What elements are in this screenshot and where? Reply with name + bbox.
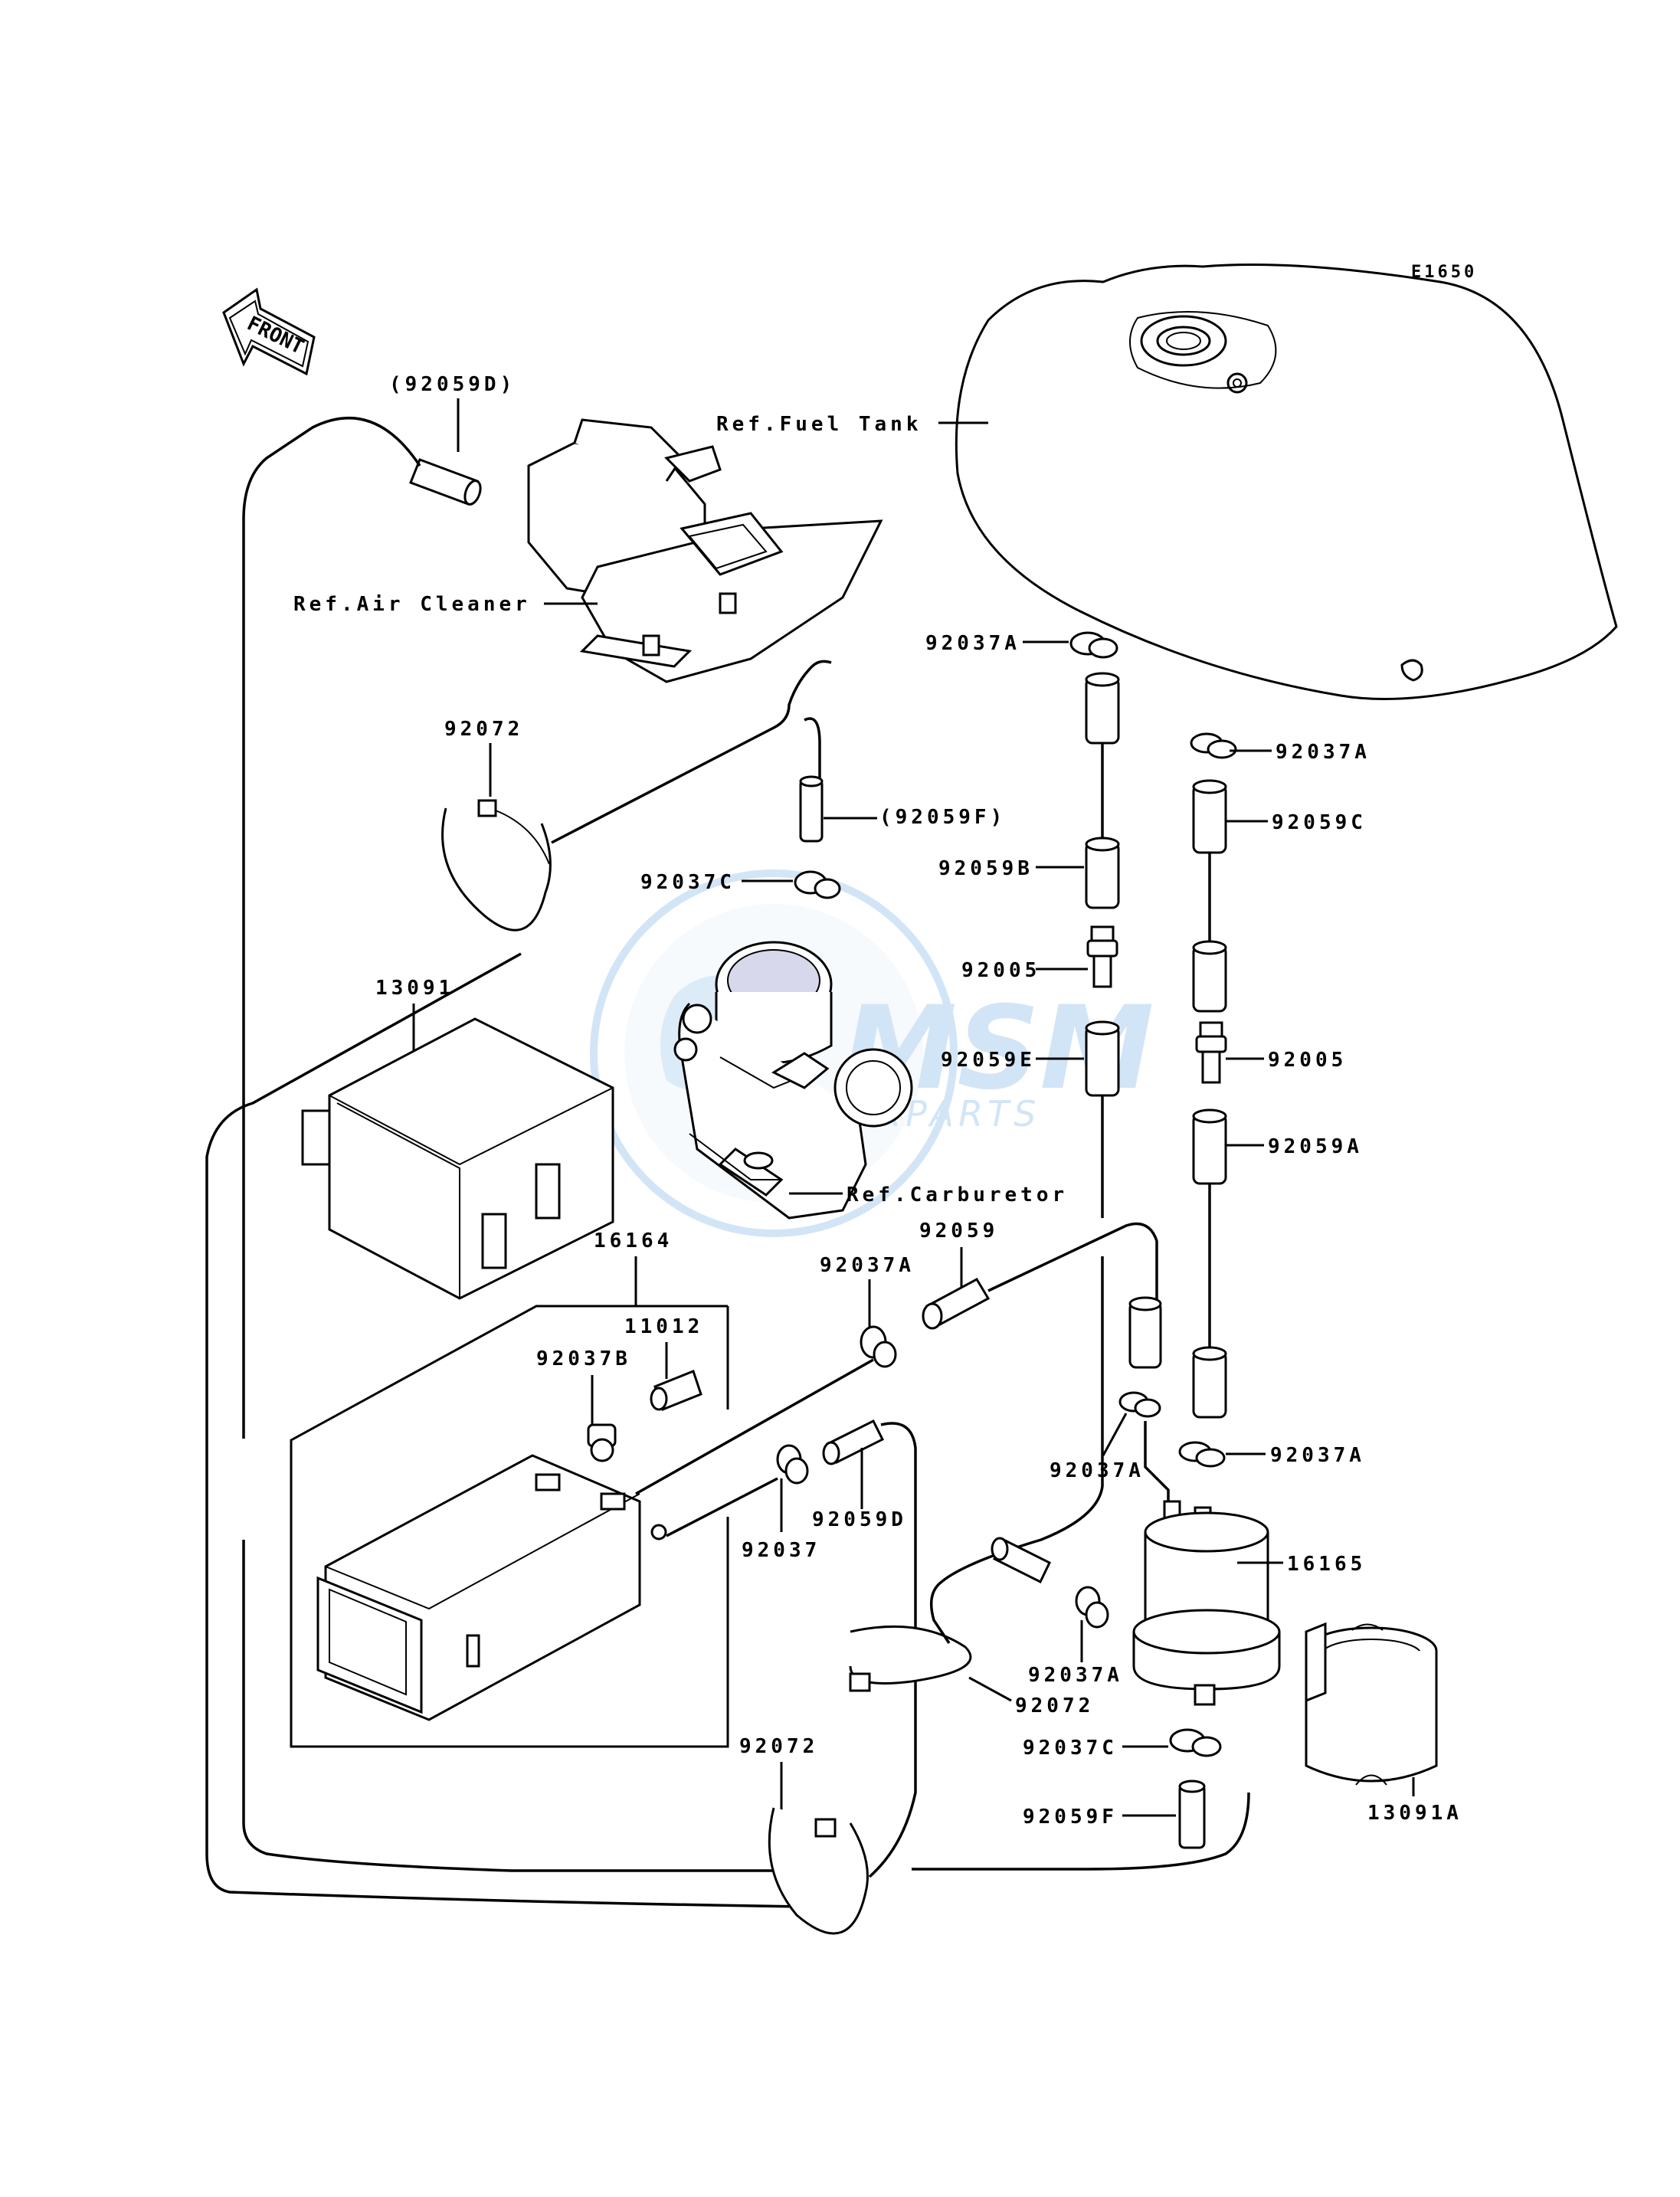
label-92037C-carb: 92037C <box>640 871 735 894</box>
label-92059: 92059 <box>919 1220 998 1243</box>
hose-filter-left <box>1128 1296 1162 1369</box>
hose-92059F-bottom <box>1178 1780 1206 1849</box>
label-92037A-filter-left: 92037A <box>1050 1459 1145 1482</box>
clip-92037C-bottom <box>1169 1728 1222 1757</box>
hose-11012 <box>650 1370 702 1411</box>
clamp-92072-top <box>441 799 552 932</box>
canister-cover-13091 <box>301 1017 614 1300</box>
clip-92037A-right-top <box>1190 732 1237 759</box>
fuel-filter-16165 <box>1132 1500 1281 1706</box>
hose-92059F-top <box>799 775 824 843</box>
ref-carburetor-label: Ref.Carburetor <box>847 1184 1068 1207</box>
label-92072-top: 92072 <box>444 718 523 741</box>
label-92005-left: 92005 <box>961 959 1040 982</box>
carburetor <box>673 941 913 1220</box>
label-92037C-bottom: 92037C <box>1023 1737 1118 1760</box>
hose-92059D-top <box>409 458 482 506</box>
label-16164: 16164 <box>594 1229 673 1252</box>
label-92005-right: 92005 <box>1268 1049 1347 1072</box>
clip-92037C-carb <box>794 870 841 899</box>
hose-92059A-lower <box>1192 1346 1227 1419</box>
vent-hose-outer-2 <box>242 1540 849 1872</box>
assembly-bracket-16164 <box>290 1305 729 1748</box>
label-92059A: 92059A <box>1268 1135 1363 1158</box>
fuel-tank <box>955 264 1618 700</box>
clip-92037A-tank <box>1069 631 1118 659</box>
label-92059D-top: (92059D) <box>389 373 516 396</box>
filter-holder-13091A <box>1305 1622 1438 1786</box>
label-92059E: 92059E <box>941 1049 1036 1072</box>
label-92037A-right-top: 92037A <box>1276 741 1371 764</box>
label-11012: 11012 <box>624 1315 703 1338</box>
label-92037B: 92037B <box>536 1347 631 1370</box>
label-13091A: 13091A <box>1367 1802 1462 1825</box>
hose-92059D-mid <box>822 1419 885 1465</box>
label-92037-mid: 92037 <box>742 1539 820 1562</box>
hose-92059B-upper <box>1085 672 1120 745</box>
hose-92059E <box>1085 1020 1120 1097</box>
ref-fuel-tank-label: Ref.Fuel Tank <box>716 413 922 436</box>
hose-92059C-lower <box>1192 940 1227 1013</box>
clamp-92072-mid <box>849 1625 972 1692</box>
label-92037A-right-bot: 92037A <box>1270 1444 1365 1467</box>
hose-92059A <box>1192 1108 1227 1185</box>
hose-92059 <box>922 1278 991 1330</box>
label-92059D-mid: 92059D <box>812 1508 907 1531</box>
label-92059C: 92059C <box>1272 811 1367 834</box>
ref-air-cleaner-label: Ref.Air Cleaner <box>293 593 531 616</box>
label-92059F-paren: (92059F) <box>879 806 1006 829</box>
label-13091: 13091 <box>375 977 454 1000</box>
front-arrow-icon: FRONT <box>222 287 316 376</box>
clip-92037A-mid <box>860 1325 897 1368</box>
label-16165: 16165 <box>1287 1553 1366 1576</box>
hose-filter-input <box>991 1537 1051 1584</box>
label-92072-bottom: 92072 <box>739 1735 818 1758</box>
clip-92037 <box>776 1444 809 1485</box>
hose-92059C <box>1192 779 1227 854</box>
label-92059F-bottom: 92059F <box>1023 1806 1118 1829</box>
label-92037A-tank: 92037A <box>925 632 1020 655</box>
label-92037A-filter-below: 92037A <box>1028 1664 1123 1687</box>
vent-hose-outer <box>242 417 421 1439</box>
label-92037A-mid: 92037A <box>820 1254 915 1277</box>
clamp-92072-bottom <box>768 1807 869 1935</box>
clip-92037A-filter-left <box>1118 1391 1161 1418</box>
air-cleaner <box>527 418 883 683</box>
fitting-92005-left <box>1086 925 1118 988</box>
label-92059B: 92059B <box>938 857 1033 880</box>
clip-92037B <box>587 1423 617 1462</box>
clip-92037A-right-bot <box>1178 1441 1226 1468</box>
fitting-92005-right <box>1195 1021 1227 1084</box>
hose-92059B <box>1085 837 1120 909</box>
label-92072-mid: 92072 <box>1015 1694 1094 1717</box>
clip-92037A-filter-below <box>1075 1586 1109 1629</box>
canister <box>316 1454 667 1721</box>
